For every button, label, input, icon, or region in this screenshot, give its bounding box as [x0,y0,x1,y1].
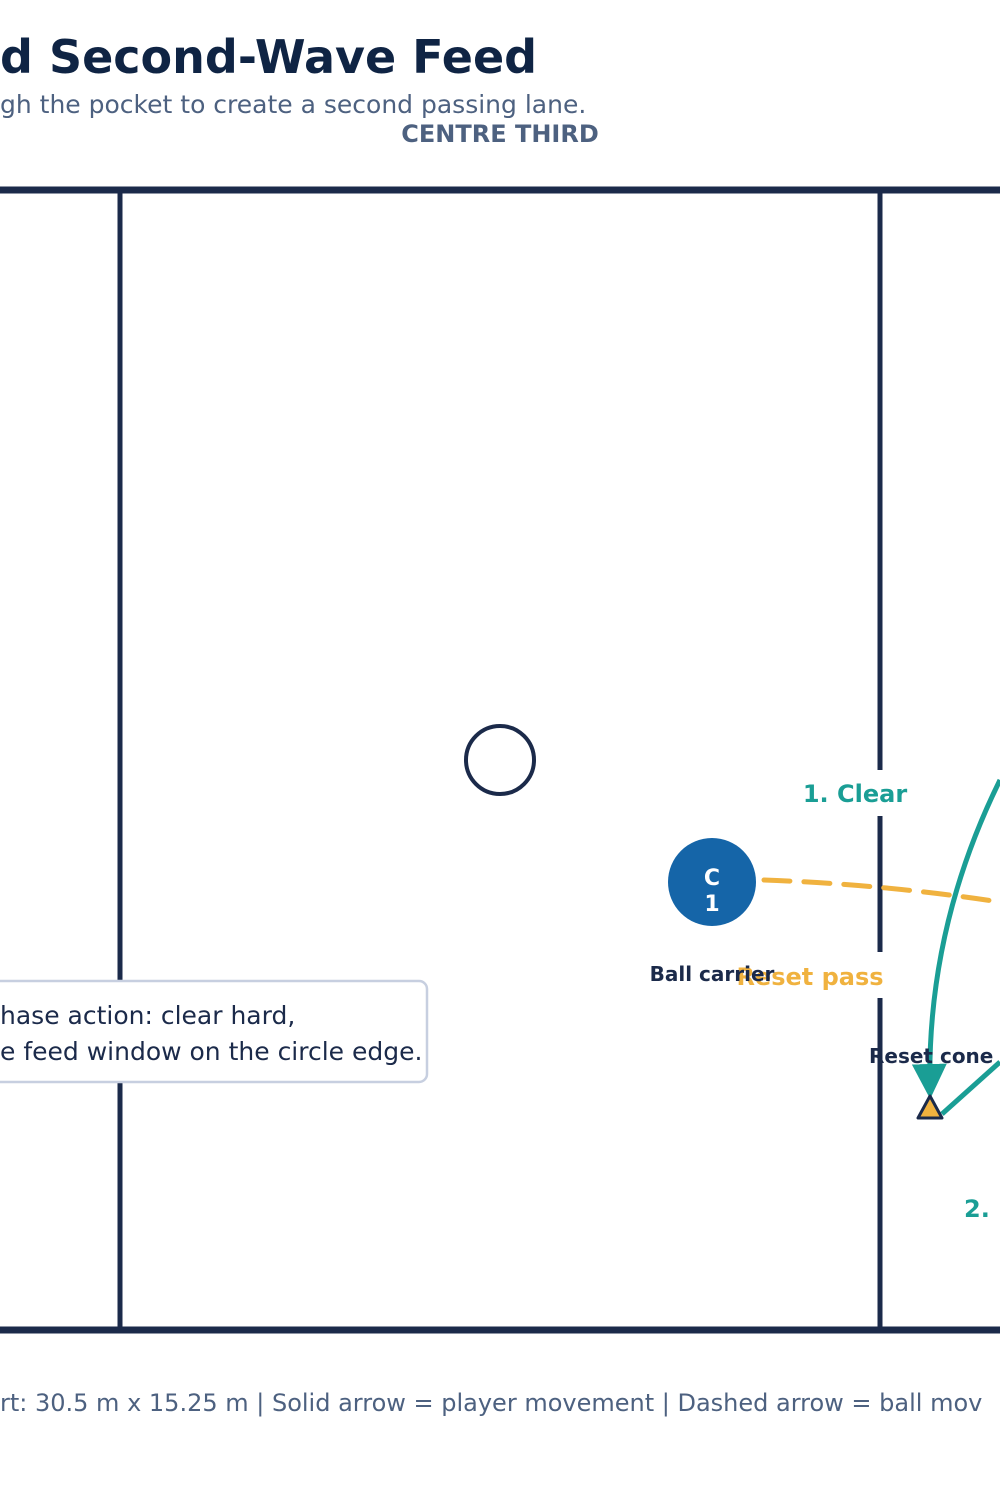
court [0,186,1000,1334]
note-box [0,979,429,1084]
player-c1-marker [668,838,756,926]
clear-label-background [804,770,914,816]
ball-carrier-label: Ball carrier [650,962,775,986]
footer-legend: rt: 30.5 m x 15.25 m | Solid arrow = pla… [0,1389,982,1417]
second-movement-label: 2. I [964,1195,1000,1223]
note-line-1: hase action: clear hard, [0,1001,295,1030]
reset-pass-label: Reset pass [736,963,883,991]
reset-cone-icon [916,1094,944,1120]
reset-pass-label-background [735,952,885,998]
diagram-subtitle: gh the pocket to create a second passing… [0,90,586,119]
phase-action-note: hase action: clear hard, e feed window o… [0,979,429,1084]
player-c1: C 1 [668,838,756,926]
player-movement-second-arrow [940,1060,1000,1116]
ball-movement-reset-pass [761,877,1000,905]
clear-movement-label: 1. Clear [803,780,907,808]
note-line-2: e feed window on the circle edge. [0,1037,422,1066]
player-movement-clear-arrow [911,778,1000,1099]
player-number: 1 [704,892,719,917]
centre-circle [464,724,536,796]
reset-cone-label: Reset cone [869,1044,993,1068]
zone-label-centre-third: CENTRE THIRD [401,120,598,148]
player-code: C [704,866,720,891]
diagram-title: d Second-Wave Feed [0,30,537,84]
